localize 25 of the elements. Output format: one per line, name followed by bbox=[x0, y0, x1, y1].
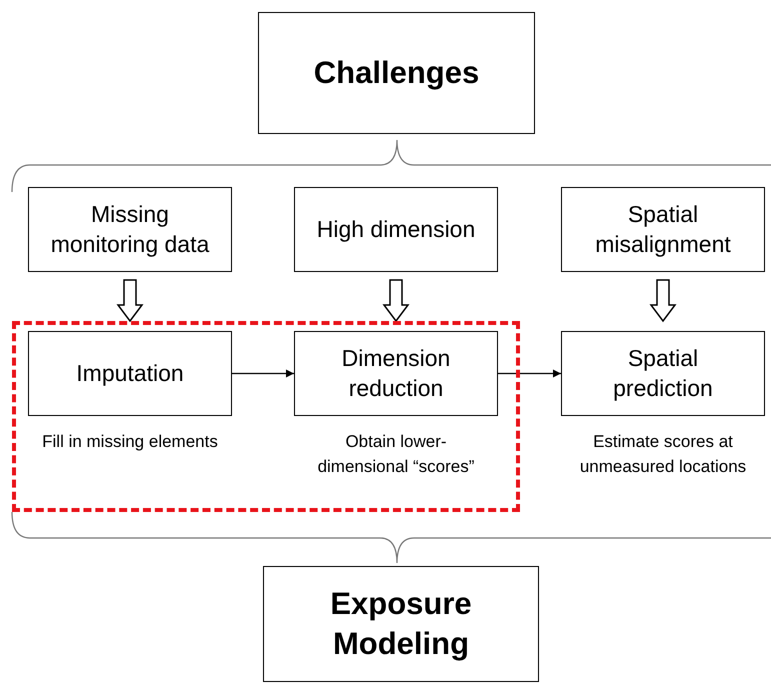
box-label: Dimension reduction bbox=[340, 344, 452, 402]
description-text: Estimate scores at unmeasured locations bbox=[578, 431, 748, 478]
process-box bbox=[294, 187, 498, 272]
box-label: Exposure Modeling bbox=[329, 584, 473, 663]
title-box bbox=[258, 12, 535, 134]
description-text: Obtain lower-dimensional “scores” bbox=[316, 431, 476, 478]
arrow bbox=[498, 370, 561, 378]
process-box bbox=[28, 187, 232, 272]
arrow bbox=[232, 370, 294, 378]
box-label: Spatial prediction bbox=[612, 344, 714, 403]
box-label: Imputation bbox=[75, 358, 185, 388]
process-box bbox=[561, 187, 765, 272]
box-label: Challenges bbox=[312, 54, 480, 92]
process-box bbox=[28, 331, 232, 416]
box-label: Spatial misalignment bbox=[594, 200, 732, 259]
process-box bbox=[294, 331, 498, 416]
process-box bbox=[561, 331, 765, 416]
box-label: High dimension bbox=[316, 214, 476, 244]
block-arrow bbox=[116, 279, 144, 322]
dashed-group-frame bbox=[12, 321, 520, 512]
box-label: Missing monitoring data bbox=[50, 200, 210, 259]
block-arrow bbox=[382, 279, 410, 322]
title-box bbox=[263, 566, 539, 682]
description-text: Fill in missing elements bbox=[41, 431, 219, 453]
block-arrow bbox=[650, 279, 676, 322]
